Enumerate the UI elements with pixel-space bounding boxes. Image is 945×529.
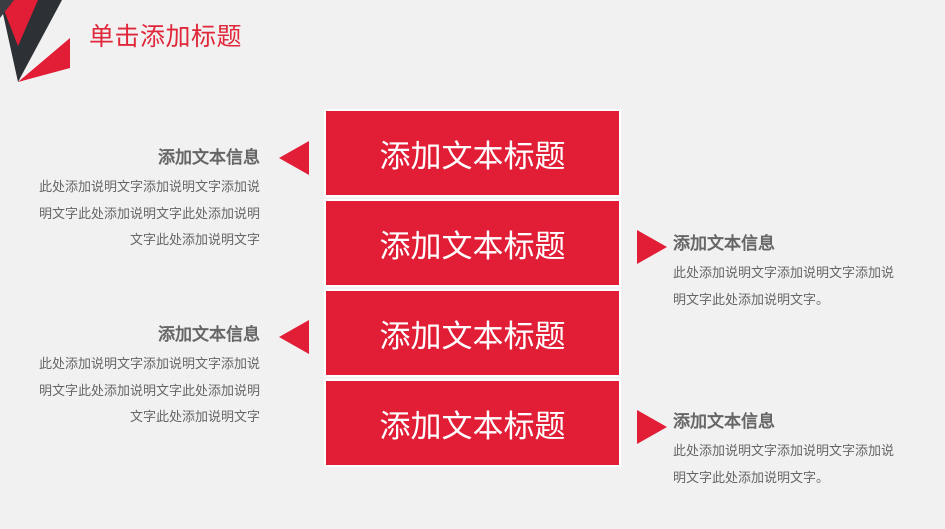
info-block-right-1: 添加文本信息 此处添加说明文字添加说明文字添加说明文字此处添加说明文字。 (673, 233, 913, 314)
info-description: 此处添加说明文字添加说明文字添加说明文字此处添加说明文字。 (673, 444, 895, 486)
info-heading: 添加文本信息 (673, 234, 775, 254)
info-heading: 添加文本信息 (158, 325, 260, 345)
info-block-left-2: 添加文本信息 此处添加说明文字添加说明文字添加说明文字此处添加说明文字此处添加说… (20, 324, 260, 432)
title-box-1[interactable]: 添加文本标题 (324, 109, 621, 197)
info-description: 此处添加说明文字添加说明文字添加说明文字此处添加说明文字此处添加说明文字此处添加… (38, 180, 260, 248)
title-box-4[interactable]: 添加文本标题 (324, 379, 621, 467)
info-block-left-1: 添加文本信息 此处添加说明文字添加说明文字添加说明文字此处添加说明文字此处添加说… (20, 147, 260, 255)
info-heading: 添加文本信息 (673, 412, 775, 432)
info-heading: 添加文本信息 (158, 148, 260, 168)
info-description: 此处添加说明文字添加说明文字添加说明文字此处添加说明文字。 (673, 266, 895, 308)
info-description: 此处添加说明文字添加说明文字添加说明文字此处添加说明文字此处添加说明文字此处添加… (38, 357, 260, 425)
arrow-left-icon (279, 141, 309, 175)
arrow-right-icon (637, 410, 667, 444)
title-box-3[interactable]: 添加文本标题 (324, 289, 621, 377)
arrow-right-icon (637, 230, 667, 264)
page-title: 单击添加标题 (89, 22, 243, 51)
logo-mark (0, 0, 70, 82)
title-box-2[interactable]: 添加文本标题 (324, 199, 621, 287)
arrow-left-icon (279, 320, 309, 354)
info-block-right-2: 添加文本信息 此处添加说明文字添加说明文字添加说明文字此处添加说明文字。 (673, 411, 913, 492)
